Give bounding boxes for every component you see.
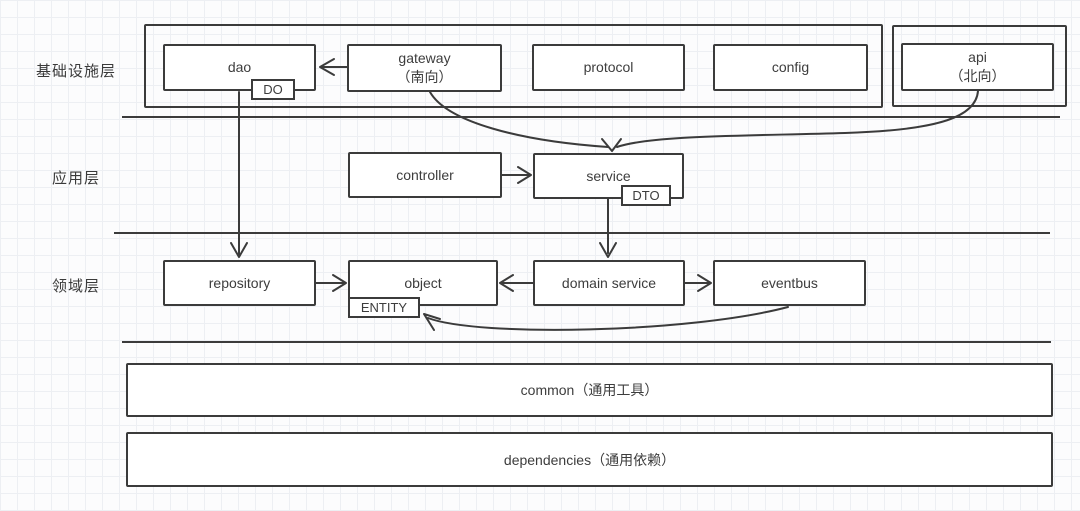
layer-label-application: 应用层: [51, 170, 100, 187]
node-controller: controller: [348, 152, 502, 198]
separator-application-domain: [114, 232, 1050, 234]
tag-dto: DTO: [621, 185, 671, 206]
arrow-eventbus-to-entity: [423, 306, 789, 331]
tag-entity: ENTITY: [348, 297, 420, 318]
node-controller-label: controller: [396, 166, 454, 183]
node-dao-label: dao: [227, 59, 252, 75]
arrow-repository-to-object: [315, 274, 347, 292]
tag-do-label: DO: [263, 82, 283, 97]
arrow-service-to-domain-service: [599, 198, 617, 258]
node-domain-service: domain service: [533, 260, 685, 306]
node-config: config: [713, 44, 868, 91]
tag-do: DO: [251, 79, 295, 100]
tag-dto-label: DTO: [632, 188, 660, 203]
node-object-label: object: [404, 274, 442, 291]
node-gateway-sublabel: （南向）: [396, 69, 453, 85]
arrow-domain-service-to-eventbus: [684, 274, 712, 292]
node-eventbus-label: eventbus: [761, 274, 818, 291]
node-config-label: config: [771, 59, 810, 75]
bar-common-label: common（通用工具）: [520, 382, 659, 398]
node-api-sublabel: （北向）: [949, 68, 1006, 84]
bar-dependencies: dependencies（通用依赖）: [126, 432, 1053, 487]
node-gateway: gateway （南向）: [347, 44, 502, 92]
layer-label-domain: 领域层: [51, 278, 100, 295]
node-api: api （北向）: [901, 43, 1054, 91]
node-repository-label: repository: [208, 274, 271, 291]
node-gateway-label: gateway: [398, 50, 451, 66]
tag-entity-label: ENTITY: [360, 300, 408, 315]
layer-label-infrastructure: 基础设施层: [35, 63, 116, 80]
node-repository: repository: [163, 260, 316, 306]
node-domain-service-label: domain service: [561, 274, 657, 291]
arrow-controller-to-service: [501, 166, 532, 184]
node-protocol-label: protocol: [583, 59, 634, 75]
node-eventbus: eventbus: [713, 260, 866, 306]
node-service-label: service: [586, 167, 631, 184]
node-api-label: api: [968, 49, 987, 65]
api-container: [892, 25, 1067, 107]
arrowhead-into-service: [601, 138, 622, 152]
bar-common: common（通用工具）: [126, 363, 1053, 417]
node-protocol: protocol: [532, 44, 685, 91]
separator-domain-common: [122, 341, 1051, 343]
separator-infrastructure-application: [122, 116, 1060, 118]
arrow-domain-service-to-object: [499, 274, 534, 292]
bar-dependencies-label: dependencies（通用依赖）: [503, 451, 676, 468]
